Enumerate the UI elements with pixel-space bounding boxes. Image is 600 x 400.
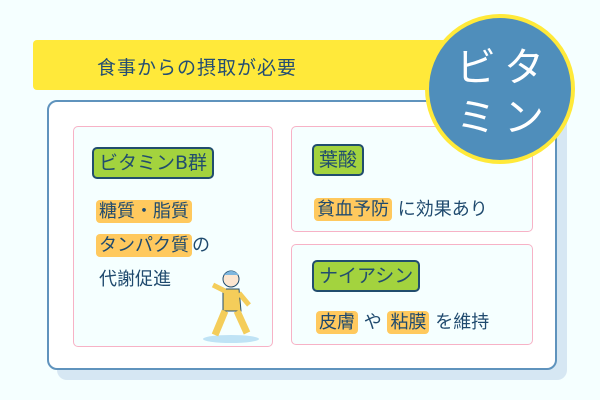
text-line: 皮膚 や 粘膜 を維持: [316, 308, 489, 334]
banner: 食事からの摂取が必要: [33, 40, 453, 90]
panel-vitamin-b: ビタミンB群 糖質・脂質 タンパク質の 代謝促進: [73, 126, 273, 347]
highlight: 糖質・脂質: [96, 200, 192, 223]
highlight: 粘膜: [387, 311, 430, 334]
text-line: タンパク質の: [96, 231, 210, 257]
vitamin-badge: ビ タ ミ ン: [425, 14, 575, 164]
banner-text: 食事からの摂取が必要: [97, 57, 298, 79]
highlight: 皮膚: [316, 311, 358, 334]
text-line: 代謝促進: [99, 269, 171, 290]
badge-char: ン: [504, 95, 544, 141]
text-line: 貧血予防 に効果あり: [314, 195, 488, 221]
text-line: 糖質・脂質: [96, 197, 192, 223]
text: や: [363, 312, 382, 333]
highlight: 貧血予防: [314, 198, 392, 221]
tag-folic-acid: 葉酸: [312, 144, 365, 176]
text: を維持: [435, 312, 490, 333]
tag-vitamin-b: ビタミンB群: [92, 147, 215, 179]
text: の: [192, 235, 210, 256]
walking-man-illustration: [203, 270, 259, 343]
tag-niacin: ナイアシン: [312, 260, 421, 292]
panel-niacin: ナイアシン 皮膚 や 粘膜 を維持: [291, 244, 533, 345]
badge-char: ミ: [456, 95, 496, 141]
badge-char: タ: [504, 45, 544, 91]
highlight: タンパク質: [96, 234, 192, 257]
badge-char: ビ: [456, 45, 496, 91]
text: に効果あり: [397, 199, 488, 220]
